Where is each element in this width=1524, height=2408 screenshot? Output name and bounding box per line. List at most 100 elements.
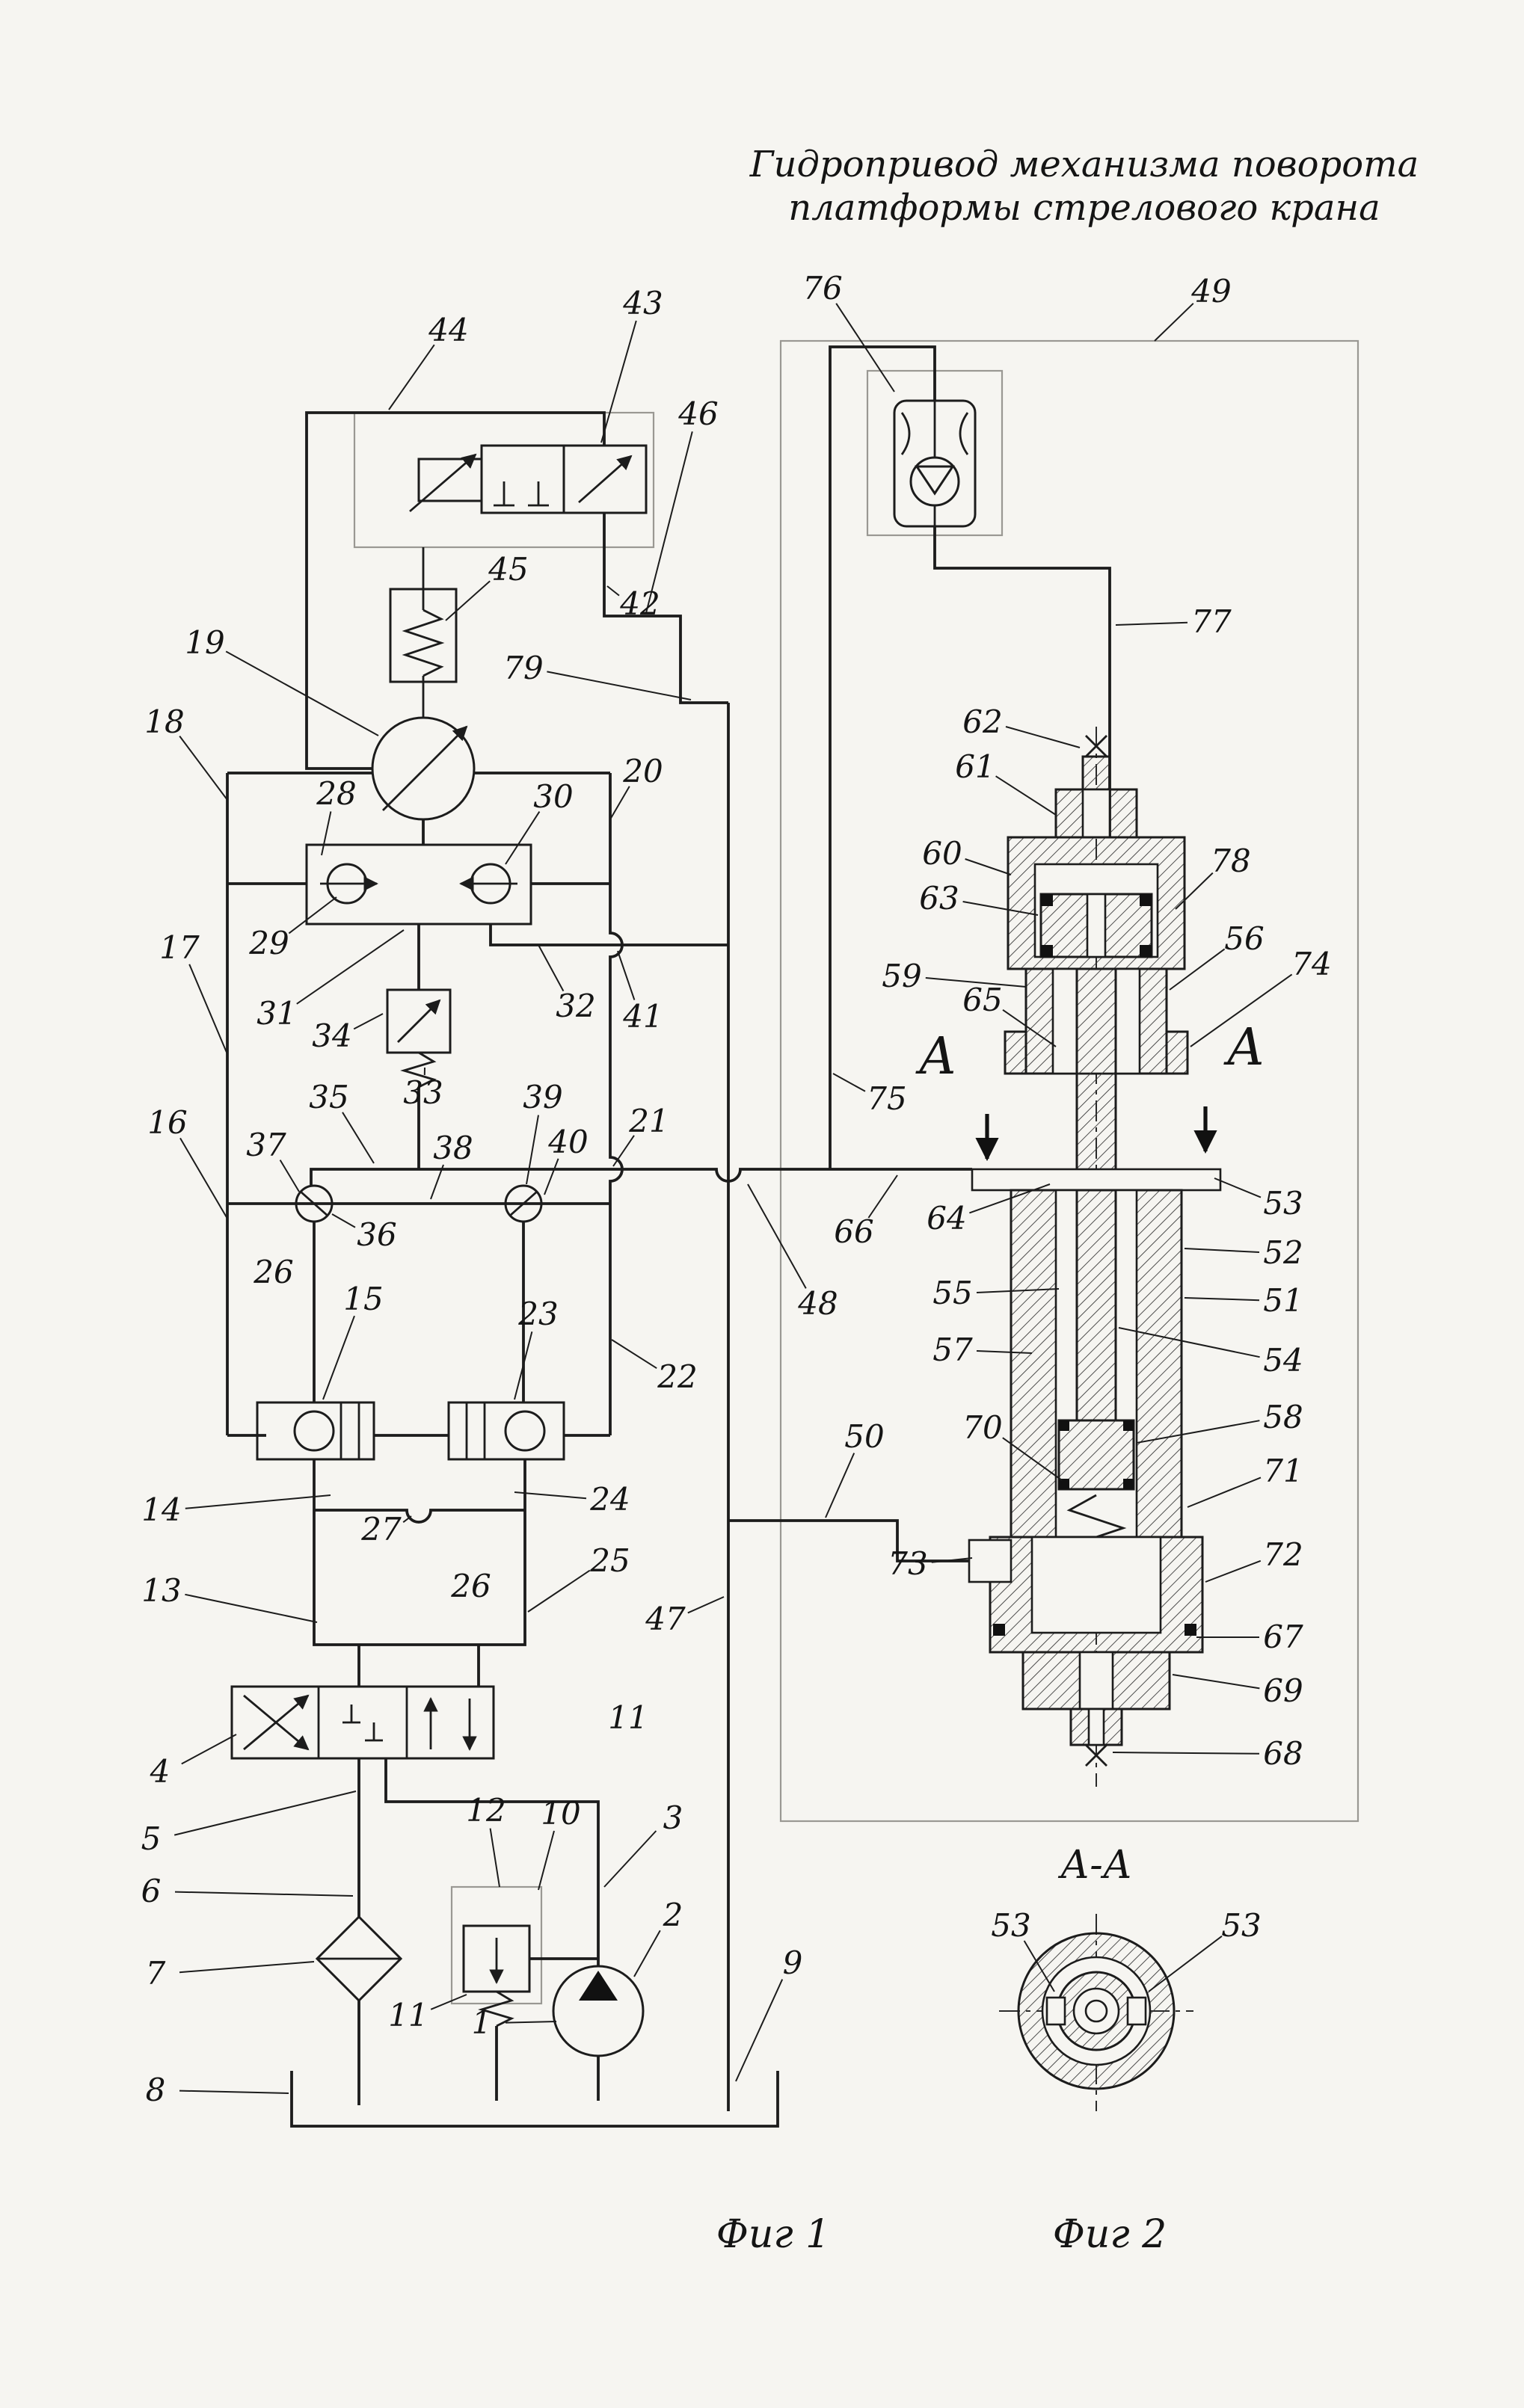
ref-label-15-44: 15 bbox=[343, 1281, 383, 1317]
ref-label-64-41: 64 bbox=[927, 1200, 966, 1237]
leader-line-35-30 bbox=[342, 1112, 375, 1164]
ref-label-44-0: 44 bbox=[428, 312, 468, 348]
ref-label-43-1: 43 bbox=[622, 285, 663, 321]
leader-line-66-40 bbox=[867, 1174, 898, 1219]
leader-line-37-35 bbox=[279, 1160, 300, 1192]
ref-label-67-64: 67 bbox=[1263, 1619, 1303, 1655]
leader-line-42-6 bbox=[606, 585, 620, 597]
section-title: А-А bbox=[1057, 1843, 1132, 1888]
solenoid-coil-icon bbox=[417, 458, 483, 502]
leader-line-12-71 bbox=[489, 1828, 500, 1888]
leader-line-73-61 bbox=[931, 1557, 973, 1563]
leader-line-14-55 bbox=[185, 1494, 331, 1509]
leader-line-2-75 bbox=[633, 1930, 661, 1977]
throttle-check-valve-76 bbox=[893, 399, 977, 528]
pipe-75 bbox=[829, 345, 936, 1169]
ref-label-32-23: 32 bbox=[556, 988, 595, 1024]
ref-label-41-24: 41 bbox=[622, 998, 663, 1035]
leader-line-5-70 bbox=[173, 1790, 357, 1836]
leader-line-53-82 bbox=[1148, 1936, 1223, 1992]
ref-label-71-54: 71 bbox=[1263, 1453, 1303, 1489]
ref-label-13-63: 13 bbox=[141, 1572, 181, 1609]
section-view-a-a bbox=[999, 1914, 1193, 2111]
ref-label-68-69: 68 bbox=[1263, 1735, 1303, 1772]
ref-label-37-35: 37 bbox=[246, 1127, 286, 1163]
leader-line-45-5 bbox=[445, 580, 491, 621]
ref-label-60-16: 60 bbox=[922, 835, 962, 872]
ref-label-61-15: 61 bbox=[955, 748, 995, 785]
leader-line-76-2 bbox=[835, 303, 895, 392]
ref-label-62-14: 62 bbox=[962, 703, 1002, 740]
inlet-port-73 bbox=[968, 1539, 1013, 1583]
ref-label-42-6: 42 bbox=[619, 585, 660, 622]
leader-line-32-23 bbox=[538, 944, 565, 992]
leader-line-65-28 bbox=[1002, 1009, 1057, 1047]
fitting-68 bbox=[1085, 1744, 1107, 1767]
bottom-cap-67-69 bbox=[1021, 1651, 1171, 1746]
leader-line-16-34 bbox=[179, 1137, 228, 1219]
fitting-62 bbox=[1085, 735, 1107, 757]
ref-label-7-76: 7 bbox=[146, 1955, 166, 1992]
pipe-77 bbox=[933, 526, 1111, 837]
ref-label-10-72: 10 bbox=[541, 1795, 580, 1832]
leader-line-57-48 bbox=[976, 1350, 1033, 1354]
ref-label-39-31: 39 bbox=[523, 1079, 562, 1115]
leader-line-51-45 bbox=[1184, 1297, 1260, 1302]
relief-valve-33 bbox=[386, 988, 452, 1169]
leader-line-7-76 bbox=[179, 1961, 315, 1974]
ref-label-25-60: 25 bbox=[589, 1542, 630, 1579]
leader-line-46-4 bbox=[645, 431, 693, 614]
pipe-supply-loop bbox=[305, 411, 606, 770]
leader-line-59-27 bbox=[925, 977, 1027, 988]
leader-line-79-8 bbox=[547, 671, 692, 700]
leader-line-60-16 bbox=[965, 858, 1012, 875]
ref-label-48-46: 48 bbox=[797, 1285, 838, 1322]
leader-line-53-42 bbox=[1214, 1177, 1262, 1198]
relief-enclosure-10 bbox=[450, 1885, 543, 2005]
ref-label-79-8: 79 bbox=[503, 650, 543, 686]
relief-valve-11 bbox=[462, 1924, 598, 2101]
ref-label-54-49: 54 bbox=[1263, 1342, 1303, 1379]
leader-line-34-22 bbox=[353, 1013, 384, 1030]
ref-label-19-7: 19 bbox=[185, 624, 224, 661]
ref-label-22-51: 22 bbox=[657, 1358, 697, 1395]
fig2-caption: Фиг 2 bbox=[1053, 2212, 1167, 2257]
ref-label-8-80: 8 bbox=[146, 2072, 166, 2108]
ref-label-53-42: 53 bbox=[1263, 1185, 1303, 1222]
ref-label-12-71: 12 bbox=[466, 1792, 506, 1829]
ref-label-11-77: 11 bbox=[388, 1997, 428, 2033]
pipe-pilot-line-50 bbox=[728, 1519, 969, 1562]
fig1-caption: Фиг 1 bbox=[716, 2212, 831, 2257]
ref-label-70-53: 70 bbox=[962, 1409, 1002, 1446]
leader-line-40-37 bbox=[544, 1158, 559, 1195]
pipe-brake-line-66 bbox=[310, 1168, 972, 1186]
leader-line-44-0 bbox=[388, 344, 435, 410]
section-mark-right: А bbox=[1223, 1018, 1265, 1077]
ref-label-55-47: 55 bbox=[932, 1275, 972, 1311]
leader-line-18-9 bbox=[179, 736, 228, 801]
ref-label-30-11: 30 bbox=[533, 778, 573, 815]
ref-label-65-28: 65 bbox=[962, 982, 1002, 1018]
leader-line-77-13 bbox=[1115, 621, 1188, 626]
ref-label-38-36: 38 bbox=[433, 1130, 473, 1166]
ref-label-53-82: 53 bbox=[1221, 1907, 1261, 1944]
piston-63 bbox=[1039, 893, 1153, 958]
ref-label-18-9: 18 bbox=[144, 703, 184, 740]
check-valve-row bbox=[227, 1184, 610, 1402]
ref-label-14-55: 14 bbox=[141, 1491, 181, 1528]
ref-label-56-25: 56 bbox=[1224, 920, 1264, 957]
leader-line-69-65 bbox=[1172, 1674, 1260, 1690]
leader-line-54-49 bbox=[1118, 1327, 1260, 1358]
hydraulic-motor-19 bbox=[371, 716, 476, 821]
ref-label-17-21: 17 bbox=[159, 929, 200, 966]
leader-line-17-21 bbox=[188, 964, 228, 1055]
ref-label-16-34: 16 bbox=[147, 1104, 187, 1141]
leader-line-1-78 bbox=[505, 2021, 557, 2024]
ref-label-36-38: 36 bbox=[357, 1216, 396, 1253]
ref-label-73-61: 73 bbox=[888, 1545, 927, 1582]
leader-line-50-58 bbox=[825, 1453, 855, 1518]
pipe-valve-drain-42-46 bbox=[603, 513, 728, 704]
leader-line-4-68 bbox=[181, 1734, 237, 1765]
leader-line-15-44 bbox=[322, 1315, 355, 1400]
